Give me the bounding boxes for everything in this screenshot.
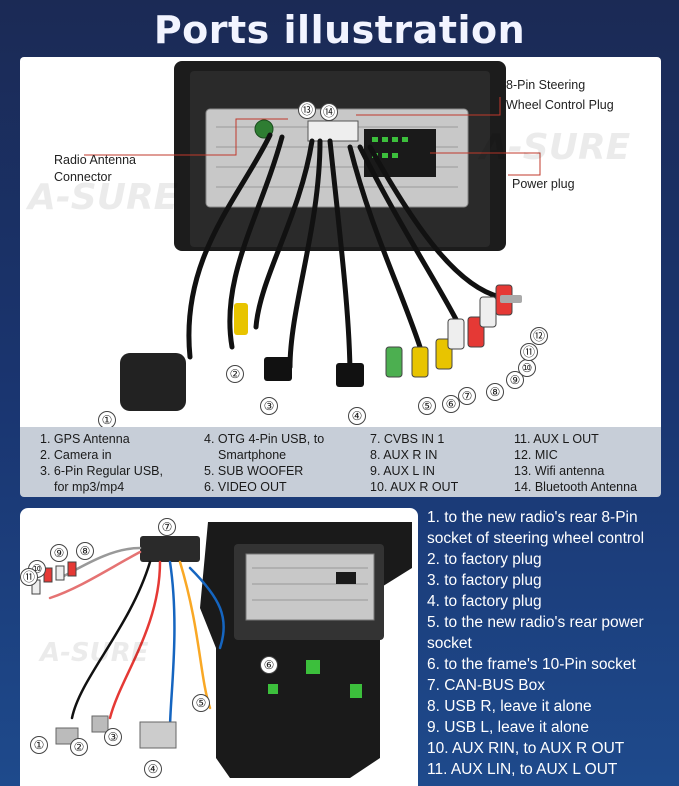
harness-number-11: ⑪ <box>20 568 38 586</box>
port-number-10: ⑩ <box>518 359 536 377</box>
harness-number-9: ⑨ <box>50 544 68 562</box>
canbus-box <box>140 536 200 562</box>
port-number-8: ⑧ <box>486 383 504 401</box>
callout-antenna-line1: Radio Antenna <box>54 153 137 167</box>
harness-number-7: ⑦ <box>158 518 176 536</box>
harness-number-2: ② <box>70 738 88 756</box>
ports-diagram <box>84 61 541 411</box>
port-number-2: ② <box>226 365 244 383</box>
callout-steering-line2: Wheel Control Plug <box>506 98 614 112</box>
harness-number-3: ③ <box>104 728 122 746</box>
note-line: 11. AUX LIN, to AUX L OUT <box>427 761 618 778</box>
legend-item: 6. VIDEO OUT <box>204 480 287 494</box>
harness-illustration-panel: ⑦ ⑨ ⑧ ⑩ ⑪ ⑥ ⑤ ① ② ③ ④ A-SURE <box>20 508 418 786</box>
port-number-1: ① <box>98 411 116 427</box>
legend-item: 1. GPS Antenna <box>40 432 130 446</box>
legend-item: 2. Camera in <box>40 448 112 462</box>
legend-item: Smartphone <box>218 448 287 462</box>
note-line: 1. to the new radio's rear 8-Pin <box>427 509 638 526</box>
callout-steering-line1: 8-Pin Steering <box>506 78 586 92</box>
note-line: 9. USB L, leave it alone <box>427 719 589 736</box>
legend-column-1: 1. GPS Antenna 2. Camera in 3. 6-Pin Reg… <box>40 431 163 495</box>
harness-number-1: ① <box>30 736 48 754</box>
port-number-3: ③ <box>260 397 278 415</box>
port-number-4: ④ <box>348 407 366 425</box>
port-number-11: ⑪ <box>520 343 538 361</box>
legend-item: 4. OTG 4-Pin USB, to <box>204 432 325 446</box>
brand-watermark-right: A-SURE <box>480 127 631 168</box>
legend-item: 13. Wifi antenna <box>514 464 605 478</box>
note-line: 3. to factory plug <box>427 572 542 589</box>
legend-item: 14. Bluetooth Antenna <box>514 480 638 494</box>
note-line: socket of steering wheel control <box>427 530 645 547</box>
note-line: 10. AUX RIN, to AUX R OUT <box>427 740 625 757</box>
brand-watermark-bottom: A-SURE <box>40 638 149 668</box>
port-number-9: ⑨ <box>506 371 524 389</box>
legend-item: for mp3/mp4 <box>54 480 125 494</box>
callout-antenna-line2: Connector <box>54 170 112 184</box>
connection-notes: 1. to the new radio's rear 8-Pin socket … <box>427 507 679 780</box>
port-number-13: ⑬ <box>298 101 316 119</box>
legend-item: 9. AUX L IN <box>370 464 435 478</box>
legend-item: 11. AUX L OUT <box>514 432 599 446</box>
port-number-14: ⑭ <box>320 103 338 121</box>
legend-item: 3. 6-Pin Regular USB, <box>40 464 163 478</box>
ports-illustration-panel: 8-Pin Steering Wheel Control Plug Radio … <box>20 57 661 427</box>
legend-item: 10. AUX R OUT <box>370 480 459 494</box>
legend-column-3: 7. CVBS IN 1 8. AUX R IN 9. AUX L IN 10.… <box>370 431 458 495</box>
harness-number-6: ⑥ <box>260 656 278 674</box>
ports-legend: 1. GPS Antenna 2. Camera in 3. 6-Pin Reg… <box>20 427 661 497</box>
harness-number-4: ④ <box>144 760 162 778</box>
gps-antenna <box>120 353 186 411</box>
legend-column-4: 11. AUX L OUT 12. MIC 13. Wifi antenna 1… <box>514 431 637 495</box>
legend-item: 5. SUB WOOFER <box>204 464 304 478</box>
port-number-7: ⑦ <box>458 387 476 405</box>
legend-item: 12. MIC <box>514 448 558 462</box>
port-number-12: ⑫ <box>530 327 548 345</box>
note-line: 5. to the new radio's rear power <box>427 614 644 631</box>
callout-power: Power plug <box>512 177 575 191</box>
legend-item: 8. AUX R IN <box>370 448 438 462</box>
port-number-5: ⑤ <box>418 397 436 415</box>
harness-number-8: ⑧ <box>76 542 94 560</box>
harness-diagram <box>31 522 412 778</box>
harness-number-5: ⑤ <box>192 694 210 712</box>
page-title: Ports illustration <box>153 8 526 52</box>
note-line: 4. to factory plug <box>427 593 542 610</box>
brand-watermark-left: A-SURE <box>28 177 179 218</box>
note-line: 7. CAN-BUS Box <box>427 677 546 694</box>
note-line: 8. USB R, leave it alone <box>427 698 592 715</box>
note-line: 6. to the frame's 10-Pin socket <box>427 656 636 673</box>
note-line: 2. to factory plug <box>427 551 542 568</box>
port-number-6: ⑥ <box>442 395 460 413</box>
legend-item: 7. CVBS IN 1 <box>370 432 445 446</box>
note-line: socket <box>427 635 472 652</box>
legend-column-2: 4. OTG 4-Pin USB, to Smartphone 5. SUB W… <box>204 431 324 495</box>
